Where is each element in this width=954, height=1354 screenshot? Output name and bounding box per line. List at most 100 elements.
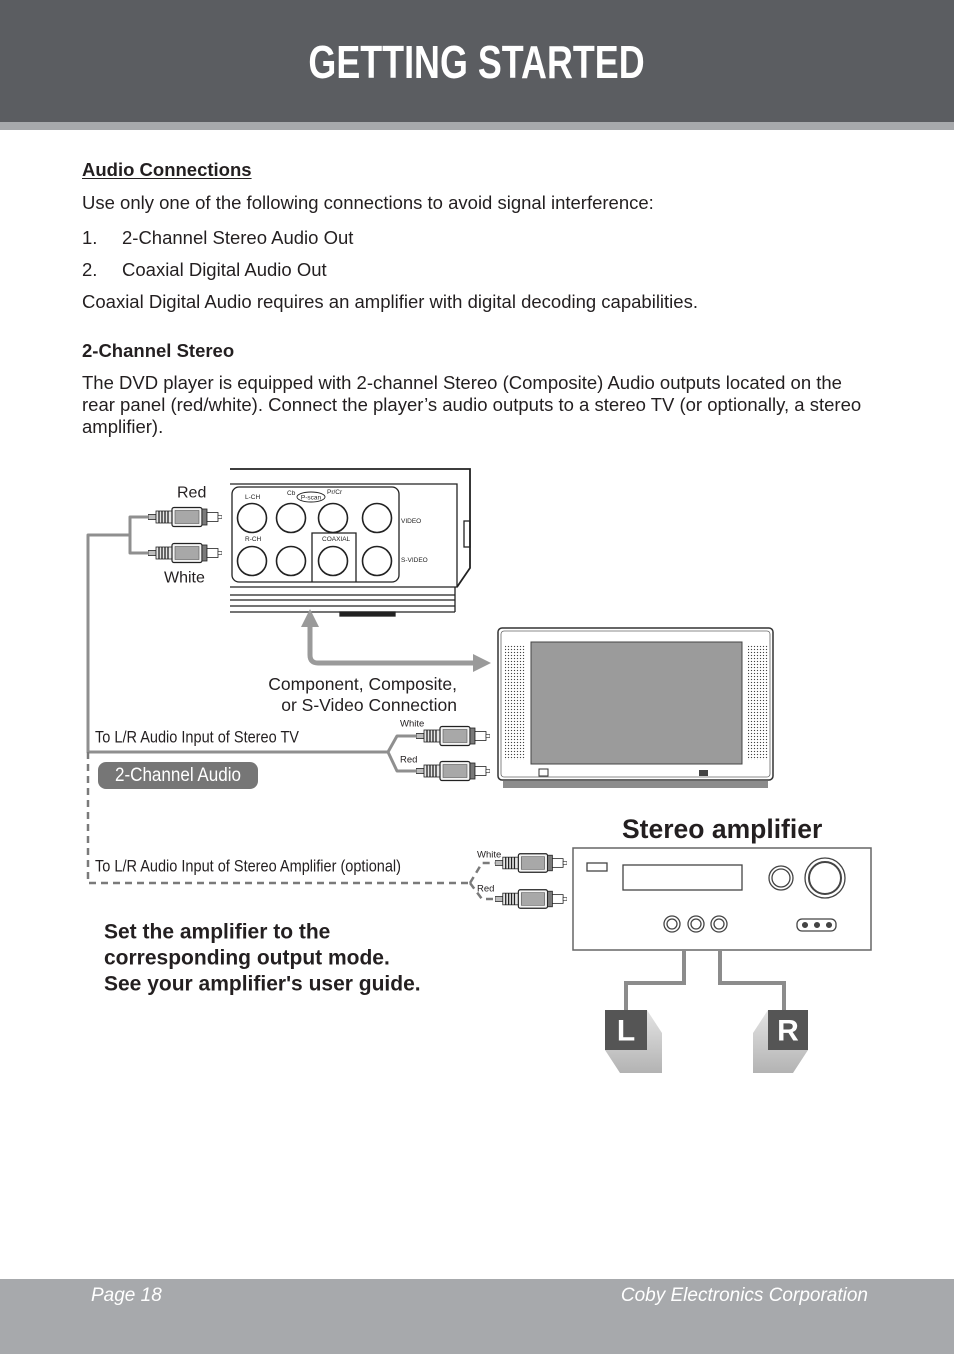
section-heading-audio-connections: Audio Connections — [82, 159, 252, 180]
list-item-text: 2-Channel Stereo Audio Out — [122, 227, 354, 248]
rca-plug-red-amp — [495, 889, 567, 909]
amplifier-power-switch — [586, 862, 608, 872]
video-connection-label-line1: Component, Composite, — [268, 674, 457, 694]
amplifier-control-knob-inner — [666, 918, 678, 930]
amplifier-display — [622, 864, 743, 891]
paragraph-line: rear panel (red/white). Connect the play… — [82, 394, 862, 415]
amplifier-volume-knob — [804, 857, 846, 899]
rca-plug-white-tv — [416, 725, 490, 747]
2-channel-stereo-paragraph: The DVD player is equipped with 2-channe… — [82, 372, 861, 438]
speaker-wires — [624, 950, 786, 1012]
label-video: VIDEO — [401, 518, 421, 525]
tv-speaker-grille-left — [505, 645, 525, 760]
speaker-right-front — [768, 1010, 808, 1050]
amplifier-jack-dot — [801, 921, 809, 929]
coaxial-note: Coaxial Digital Audio requires an amplif… — [82, 291, 698, 312]
mode-badge-label: 2-Channel Audio — [115, 765, 241, 786]
amplifier-control-knob — [663, 915, 681, 933]
rca-plug-red-dvd — [148, 506, 222, 528]
rca-plug-white-dvd — [148, 542, 222, 564]
arrow-head-right — [473, 654, 491, 672]
jack-video — [361, 502, 393, 534]
dvd-base-lines — [230, 587, 456, 613]
rca-plug-red-tv — [416, 760, 490, 782]
speaker-right-side — [753, 1010, 808, 1073]
dvd-plug-label-white: White — [164, 570, 205, 587]
label-s-video: S-VIDEO — [401, 557, 428, 564]
speaker-wire-left — [624, 950, 686, 1012]
label-cb: Cb — [287, 490, 296, 497]
list-item-text: Coaxial Digital Audio Out — [122, 259, 327, 280]
tv-speaker-grille-right — [748, 645, 768, 760]
jack-pr-cr — [317, 502, 349, 534]
jack-y — [275, 545, 307, 577]
page-title-container: GETTING STARTED — [0, 0, 954, 122]
jack-s-video — [361, 545, 393, 577]
video-connection-arrow — [301, 609, 491, 672]
amplifier-jack-dot — [825, 921, 833, 929]
label-r-ch: R-CH — [245, 536, 262, 543]
amplifier-control-knob — [687, 915, 705, 933]
amplifier-volume-knob-inner — [808, 861, 842, 895]
tv-indicator — [699, 770, 708, 776]
label-coaxial: COAXIAL — [322, 536, 351, 543]
paragraph-line: The DVD player is equipped with 2-channe… — [82, 372, 842, 393]
tv-stand — [503, 781, 768, 788]
speaker-wire-right — [718, 950, 786, 1012]
label-p-scan: P-scan — [301, 495, 322, 502]
page-title: GETTING STARTED — [308, 36, 646, 88]
speaker-right-label: R — [777, 1015, 799, 1048]
section-heading-2-channel-stereo: 2-Channel Stereo — [82, 340, 235, 361]
dvd-jack-labels: L-CH Cb P-scan Pr/Cr R-CH COAXIAL VIDEO … — [245, 489, 428, 564]
tv-cable-fork — [386, 734, 416, 773]
amplifier-chassis — [572, 847, 872, 951]
amplifier-cable-dashed — [86, 752, 495, 901]
header-divider — [0, 122, 954, 130]
dvd-latch — [463, 520, 471, 548]
jack-l-ch — [236, 502, 268, 534]
amplifier-input-jacks — [796, 918, 837, 932]
amplifier-note: Set the amplifier to the corresponding o… — [104, 921, 421, 996]
speaker-left-label: L — [617, 1015, 635, 1048]
amplifier-jack-dot — [813, 921, 821, 929]
tv-screen — [530, 641, 743, 765]
rca-plug-white-amp — [495, 853, 567, 873]
footer-band — [0, 1279, 954, 1354]
p-scan-oval — [296, 491, 326, 503]
amplifier-control-knob-inner — [713, 918, 725, 930]
tv-plug-label-red: Red — [400, 755, 417, 766]
label-pr-cr: Pr/Cr — [327, 489, 343, 496]
jack-coaxial — [317, 545, 349, 577]
stereo-audio-cable — [86, 515, 416, 773]
tv-power-button — [538, 768, 549, 777]
speaker-right: R — [753, 1010, 808, 1073]
mode-badge: 2-Channel Audio — [98, 762, 258, 789]
amplifier-title: Stereo amplifier — [622, 814, 822, 844]
mode-badge-pill — [98, 762, 258, 789]
list-item-number: 2. — [82, 259, 98, 280]
main-cable-run — [86, 533, 388, 754]
audio-connections-intro: Use only one of the following connection… — [82, 192, 654, 213]
amplifier-knob-small — [768, 865, 794, 891]
company-name: Coby Electronics Corporation — [620, 1285, 868, 1306]
jack-r-ch — [236, 545, 268, 577]
amp-plug-label-red: Red — [477, 884, 494, 895]
amp-plug-label-white: White — [477, 850, 501, 861]
arrow-head-up — [301, 609, 319, 627]
page-number: Page 18 — [91, 1285, 162, 1306]
header-band — [0, 0, 954, 122]
dvd-foot — [339, 611, 396, 617]
amplifier-note-line: corresponding output mode. — [104, 947, 390, 970]
amplifier-control-knob-inner — [690, 918, 702, 930]
speaker-left: L — [605, 1010, 662, 1073]
tv-audio-input-label: To L/R Audio Input of Stereo TV — [95, 728, 300, 747]
tv-bezel — [500, 630, 771, 778]
amplifier-note-line: See your amplifier's user guide. — [104, 973, 421, 996]
paragraph-line: amplifier). — [82, 416, 164, 437]
television — [497, 627, 774, 788]
connection-diagram: L-CH Cb P-scan Pr/Cr R-CH COAXIAL VIDEO … — [86, 468, 872, 1073]
speaker-left-side — [605, 1010, 662, 1073]
amplifier-control-knob — [710, 915, 728, 933]
dvd-player-rear-panel — [230, 468, 471, 617]
